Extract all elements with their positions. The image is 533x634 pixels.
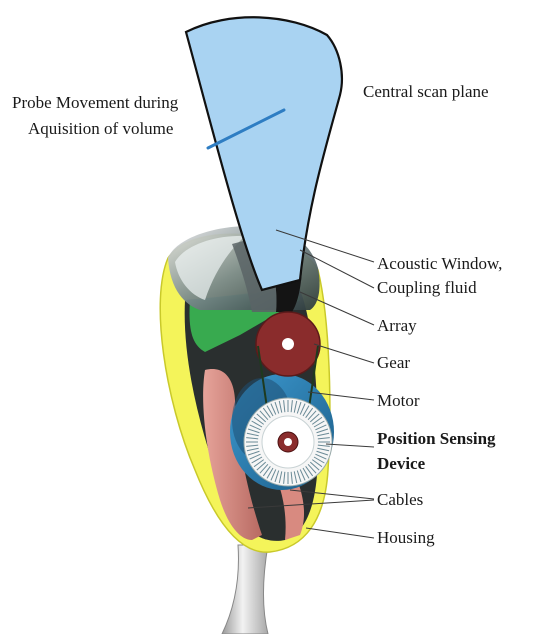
label-housing: Housing (377, 528, 435, 547)
probe-handle (222, 545, 268, 634)
leader-position-sensing (326, 444, 374, 447)
label-position-sensing-line2: Device (377, 454, 426, 473)
label-gear: Gear (377, 353, 410, 372)
label-probe-movement-line1: Probe Movement during (12, 93, 179, 112)
label-coupling-fluid: Coupling fluid (377, 278, 477, 297)
label-probe-movement-line2: Aquisition of volume (28, 119, 173, 138)
encoder-shaft-hole (284, 438, 292, 446)
label-central-scan-plane: Central scan plane (363, 82, 489, 101)
label-acoustic-window: Acoustic Window, (377, 254, 502, 273)
label-array: Array (377, 316, 417, 335)
label-motor: Motor (377, 391, 420, 410)
gear-hub (282, 338, 294, 350)
label-position-sensing-line1: Position Sensing (377, 429, 496, 448)
leader-housing (306, 528, 374, 538)
label-cables: Cables (377, 490, 423, 509)
